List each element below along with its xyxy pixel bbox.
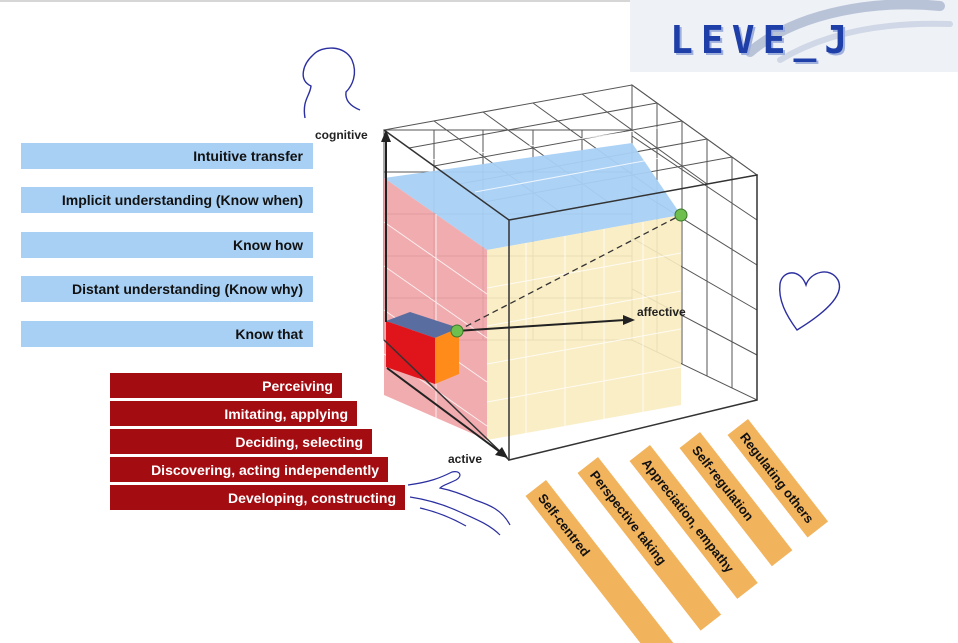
axis-label-cognitive: cognitive — [315, 128, 368, 142]
axis-label-affective: affective — [637, 305, 686, 319]
dashed-vector — [456, 214, 682, 332]
logo-swoosh — [745, 0, 953, 63]
affective-bar-label-1: Self-centred — [535, 491, 593, 559]
end-marker — [674, 208, 688, 222]
affective-level-bars: Self-centred Perspective taking Apprecia… — [525, 419, 829, 643]
affective-face — [487, 215, 681, 440]
cognitive-level-2: Implicit understanding (Know when) — [21, 187, 313, 213]
active-level-5: Developing, constructing — [110, 485, 405, 510]
cognitive-level-1: Intuitive transfer — [21, 143, 313, 169]
active-level-1: Perceiving — [110, 373, 342, 398]
head-icon — [302, 47, 361, 119]
level-logo: LEVE_J — [630, 0, 958, 72]
face-grid — [383, 124, 682, 433]
affective-bar-3 — [629, 445, 758, 599]
active-level-4: Discovering, acting independently — [110, 457, 388, 482]
affective-bar-1 — [525, 480, 683, 643]
cube-front-frame — [383, 129, 758, 461]
cognitive-level-5: Know that — [21, 321, 313, 347]
cognitive-level-4: Distant understanding (Know why) — [21, 276, 313, 302]
axis-label-active: active — [448, 452, 482, 466]
cognitive-face — [384, 143, 681, 250]
affective-bar-5 — [727, 419, 829, 538]
heart-icon — [779, 271, 841, 331]
active-level-2: Imitating, applying — [110, 401, 357, 426]
axes — [381, 130, 635, 458]
start-marker — [450, 324, 464, 338]
top-rule — [0, 0, 958, 2]
hand-icon — [407, 471, 511, 536]
cognitive-level-3: Know how — [21, 232, 313, 258]
active-level-3: Deciding, selecting — [110, 429, 372, 454]
affective-bar-2 — [577, 457, 722, 631]
affective-bar-4 — [679, 432, 793, 567]
logo-text: LEVE_J — [670, 18, 856, 62]
origin-cube — [386, 312, 459, 384]
